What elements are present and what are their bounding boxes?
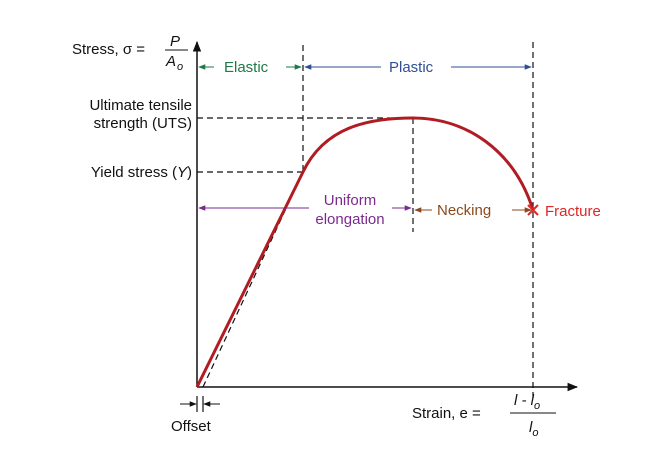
y-axis-label: Stress, σ =: [72, 41, 145, 58]
necking-label: Necking: [437, 202, 491, 219]
plastic-label: Plastic: [389, 59, 434, 76]
yield-label: Yield stress (Y): [91, 164, 192, 181]
x-axis-label: Strain, e =: [412, 405, 481, 422]
fracture-label: Fracture: [545, 203, 601, 220]
offset-label: Offset: [171, 418, 212, 435]
uts-label-line1: Ultimate tensile: [89, 97, 192, 114]
uts-label-line2: strength (UTS): [94, 115, 192, 132]
uniform-label-line1: Uniform: [324, 192, 377, 209]
y-axis-denominator: A: [165, 53, 176, 70]
fracture-marker: [527, 204, 539, 216]
stress-strain-curve: [195, 116, 535, 388]
x-axis-numerator: l - lo: [514, 392, 540, 412]
y-axis-denominator-sub: o: [177, 61, 183, 73]
y-axis-numerator: P: [170, 33, 180, 50]
uniform-label-line2: elongation: [315, 211, 384, 228]
x-axis-denominator: lo: [529, 419, 538, 439]
elastic-label: Elastic: [224, 59, 269, 76]
